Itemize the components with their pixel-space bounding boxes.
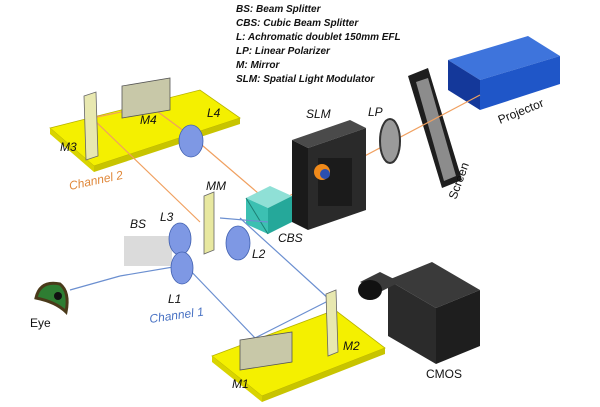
- screen: [408, 68, 462, 188]
- label-l2: L2: [252, 247, 266, 261]
- lens-l4: [178, 124, 204, 158]
- legend: BS: Beam Splitter CBS: Cubic Beam Splitt…: [236, 4, 401, 85]
- legend-slm: SLM: Spatial Light Modulator: [236, 74, 375, 85]
- label-m1: M1: [232, 377, 249, 391]
- cubic-beam-splitter: [245, 186, 292, 235]
- label-m4: M4: [140, 113, 157, 127]
- label-channel2: Channel 2: [68, 168, 125, 193]
- label-bs: BS: [130, 217, 146, 231]
- eye: [34, 281, 69, 316]
- lower-table: [211, 309, 386, 402]
- label-l3: L3: [160, 210, 174, 224]
- legend-m: M: Mirror: [236, 60, 280, 71]
- label-lp: LP: [368, 105, 383, 119]
- lens-l1: [170, 251, 194, 285]
- mirror-m1: [239, 331, 293, 371]
- mirror-m3: [83, 91, 99, 161]
- label-channel1: Channel 1: [148, 304, 204, 325]
- label-eye: Eye: [30, 316, 51, 330]
- beam-splitter: [124, 236, 172, 266]
- mirror-m4: [121, 77, 171, 119]
- mirror-m2: [325, 289, 339, 357]
- label-m3: M3: [60, 140, 77, 154]
- slm: [292, 120, 366, 230]
- linear-polarizer: [379, 118, 401, 164]
- legend-l: L: Achromatic doublet 150mm EFL: [236, 32, 401, 43]
- lens-l3: [168, 222, 192, 256]
- legend-bs: BS: Beam Splitter: [236, 4, 322, 15]
- legend-lp: LP: Linear Polarizer: [236, 46, 331, 57]
- label-cbs: CBS: [278, 231, 303, 245]
- label-cmos: CMOS: [426, 367, 462, 381]
- mirror-mm: [203, 191, 215, 255]
- lenses: [168, 124, 251, 285]
- cmos-camera: [358, 262, 480, 364]
- label-l4: L4: [207, 106, 221, 120]
- label-mm: MM: [206, 179, 226, 193]
- label-slm: SLM: [306, 107, 331, 121]
- lens-l2: [225, 225, 251, 261]
- label-m2: M2: [343, 339, 360, 353]
- projector: [448, 36, 560, 110]
- label-l1: L1: [168, 292, 181, 306]
- legend-cbs: CBS: Cubic Beam Splitter: [236, 18, 359, 29]
